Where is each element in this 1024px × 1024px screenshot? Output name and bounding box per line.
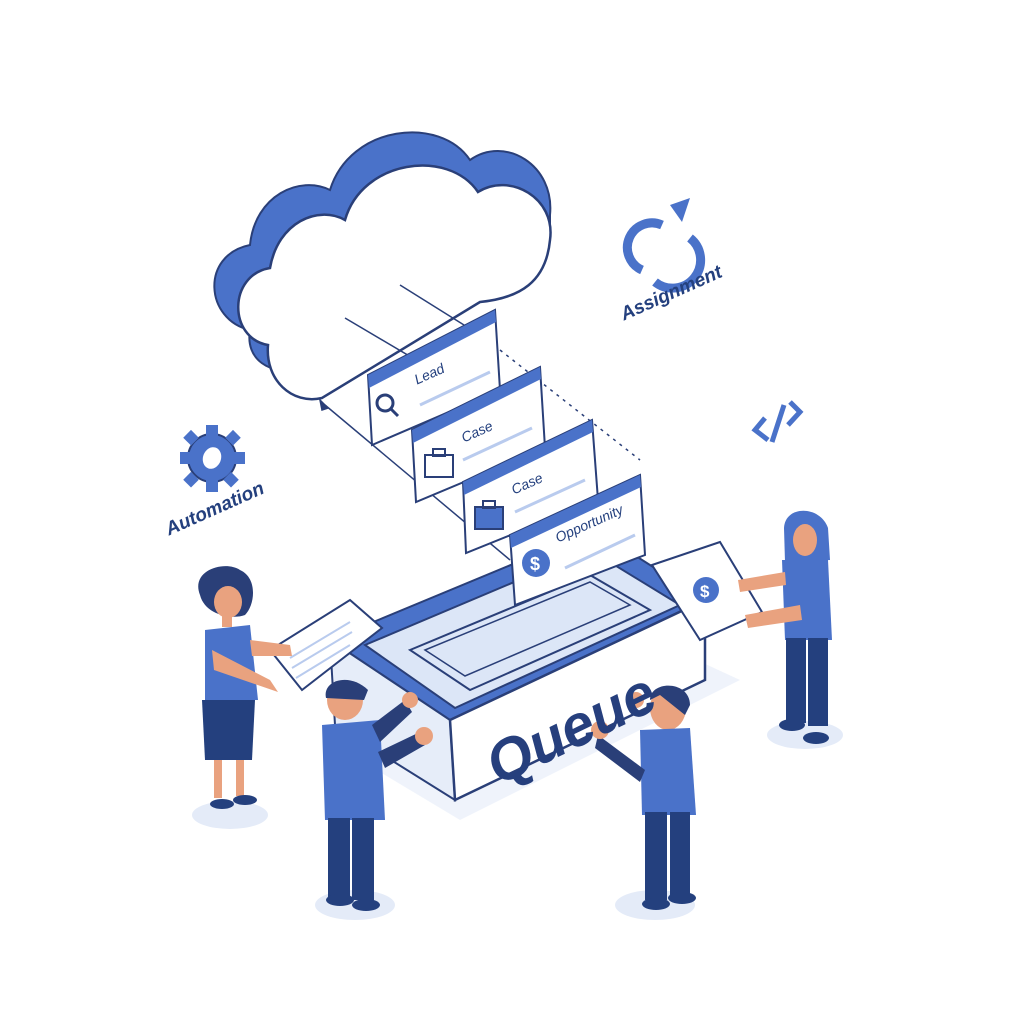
person-woman-with-document: [198, 566, 292, 809]
queue-box: [327, 528, 708, 802]
held-document-left: [268, 598, 384, 692]
svg-text:$: $: [700, 582, 710, 601]
refresh-icon: [622, 198, 706, 293]
cloud-icon: [213, 131, 552, 401]
held-card-right: $: [650, 540, 764, 642]
card-case-2: [461, 418, 600, 555]
person-man-pointing: [591, 685, 696, 910]
dollar-icon: [693, 577, 719, 603]
dollar-icon: [522, 549, 550, 577]
card-opportunity: $: [508, 473, 647, 607]
person-man-with-glasses: [322, 679, 433, 911]
gear-icon: [180, 425, 245, 492]
briefcase-icon: [424, 454, 454, 478]
card-case-1: [410, 365, 547, 504]
code-icon: [751, 400, 804, 443]
briefcase-icon: [474, 506, 504, 530]
person-with-hijab: [738, 510, 832, 744]
svg-text:$: $: [530, 554, 540, 574]
search-icon: [375, 393, 395, 413]
